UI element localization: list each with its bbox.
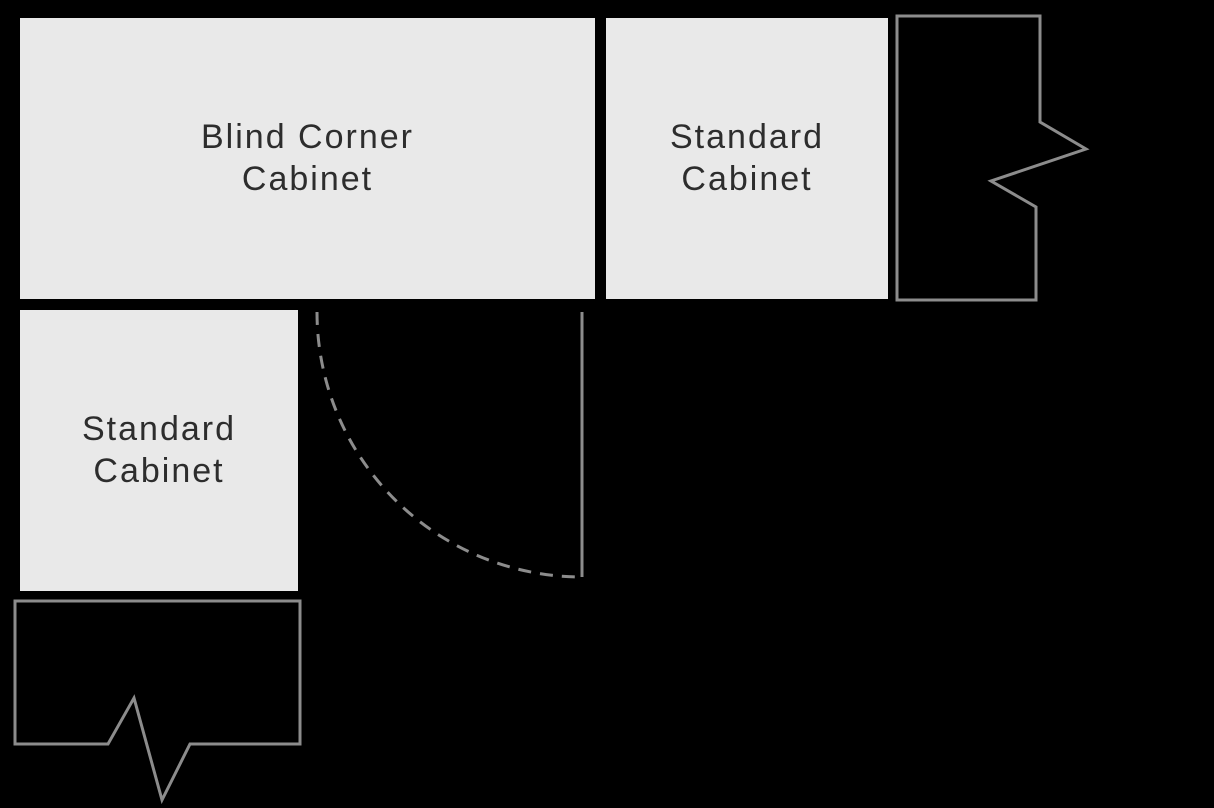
door-swing-arc-icon — [315, 311, 583, 579]
standard-cabinet-left: Standard Cabinet — [20, 310, 298, 591]
standard-cabinet-left-label-line2: Cabinet — [93, 451, 225, 490]
blind-corner-cabinet: Blind Corner Cabinet — [20, 18, 595, 299]
standard-cabinet-left-label-line1: Standard — [82, 410, 236, 449]
blind-corner-cabinet-label-line2: Cabinet — [241, 159, 374, 198]
wall-break-symbol-bottom-icon — [13, 599, 302, 805]
standard-cabinet-top-right-label-line2: Cabinet — [681, 159, 813, 198]
standard-cabinet-top-right-label-line1: Standard — [670, 118, 824, 157]
standard-cabinet-top-right: Standard Cabinet — [606, 18, 888, 299]
blind-corner-cabinet-label-line1: Blind Corner — [201, 118, 414, 157]
wall-break-symbol-right-icon — [895, 14, 1090, 302]
